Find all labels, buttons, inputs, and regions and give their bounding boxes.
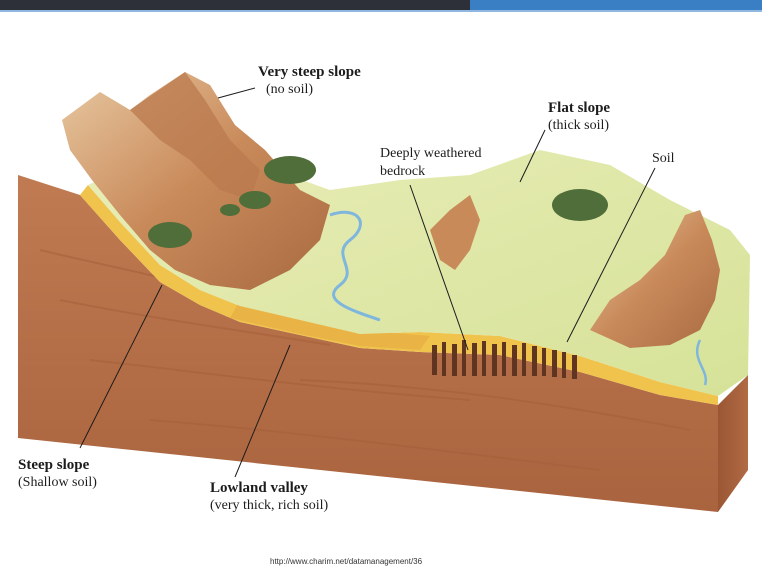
label-very-steep-sub: (no soil) xyxy=(258,81,361,99)
label-lowland-title: Lowland valley xyxy=(210,479,328,497)
label-soil-title: Soil xyxy=(652,150,675,168)
label-flat-title: Flat slope xyxy=(548,99,610,117)
label-flat-sub: (thick soil) xyxy=(548,117,610,135)
label-steep-sub: (Shallow soil) xyxy=(18,474,97,492)
label-deeply-weathered: Deeply weathered bedrock xyxy=(380,145,481,181)
label-very-steep-slope: Very steep slope (no soil) xyxy=(258,63,361,99)
label-lowland-valley: Lowland valley (very thick, rich soil) xyxy=(210,479,328,515)
bedrock-side xyxy=(718,375,748,512)
label-weathered-line2: bedrock xyxy=(380,163,481,181)
label-weathered-line1: Deeply weathered xyxy=(380,145,481,163)
label-soil: Soil xyxy=(652,150,675,168)
label-very-steep-title: Very steep slope xyxy=(258,63,361,81)
label-lowland-sub: (very thick, rich soil) xyxy=(210,497,328,515)
source-url: http://www.charim.net/datamanagement/36 xyxy=(270,557,422,566)
label-steep-title: Steep slope xyxy=(18,456,97,474)
label-flat-slope: Flat slope (thick soil) xyxy=(548,99,610,135)
label-steep-slope: Steep slope (Shallow soil) xyxy=(18,456,97,492)
